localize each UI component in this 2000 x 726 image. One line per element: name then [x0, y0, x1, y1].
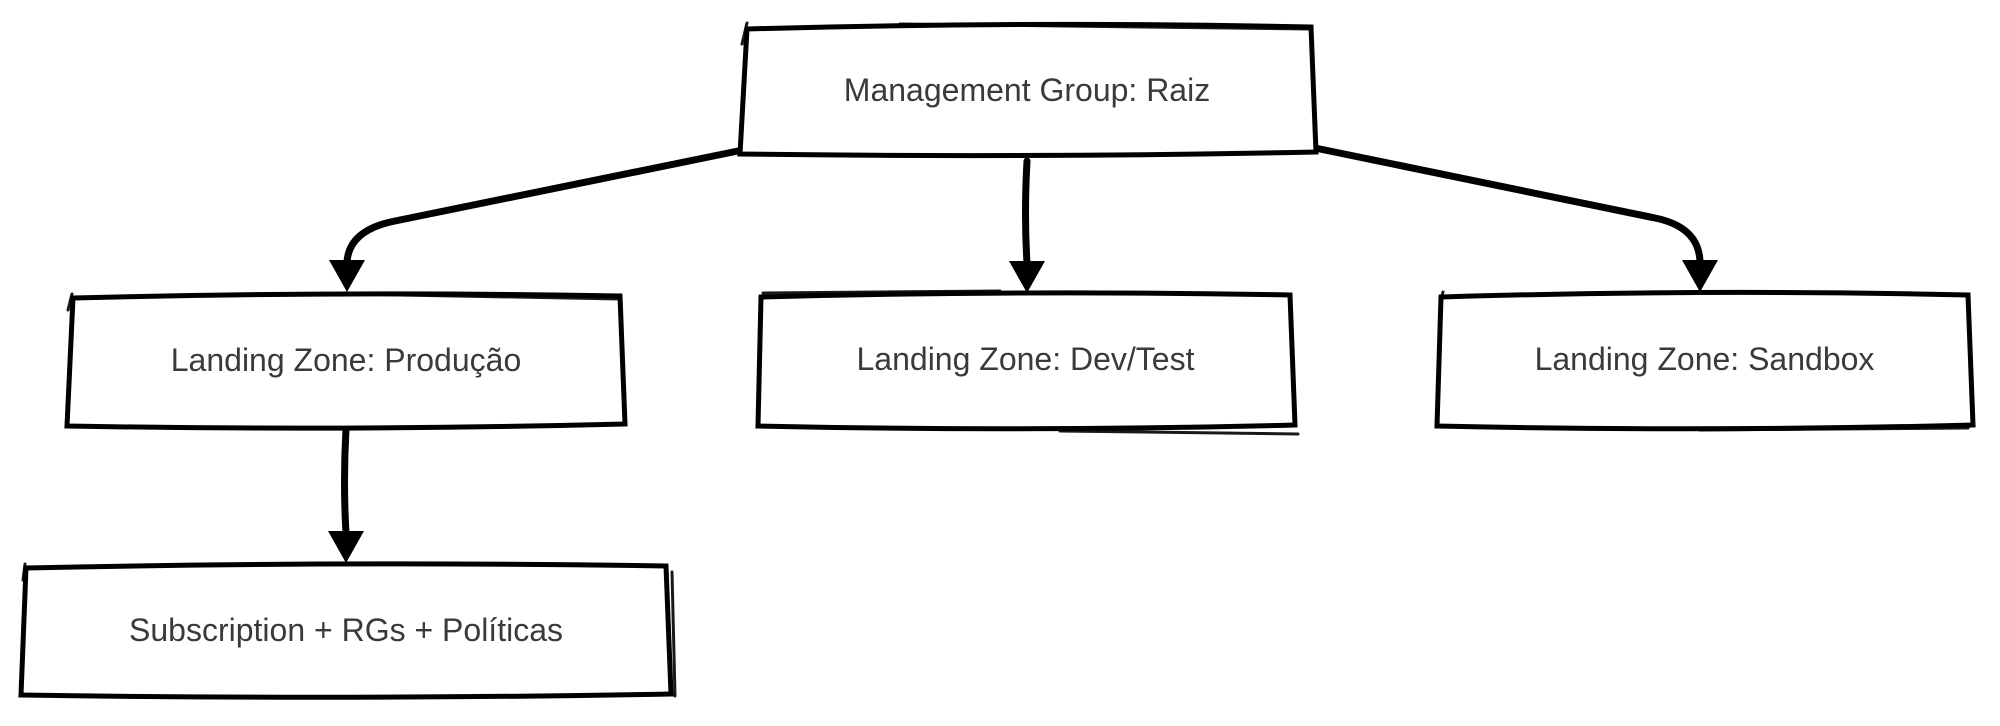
node-box-lz-sandbox: [1434, 289, 1976, 432]
arrowhead-icon: [329, 260, 365, 292]
edge-lz-producao-to-subscription: [328, 425, 364, 563]
edge-mg-raiz-to-lz-producao: [329, 147, 742, 292]
arrowhead-icon: [1682, 260, 1718, 292]
arrowhead-icon: [328, 531, 364, 563]
node-box-subscription-rgs-politicas: [18, 561, 677, 700]
node-box-lz-devtest: [755, 289, 1300, 436]
arrowhead-icon: [1009, 261, 1045, 293]
edge-mg-raiz-to-lz-devtest: [1009, 157, 1045, 293]
node-box-lz-producao: [64, 291, 628, 431]
edge-mg-raiz-to-lz-sandbox: [1311, 144, 1718, 292]
node-box-management-group-raiz: [737, 21, 1319, 159]
